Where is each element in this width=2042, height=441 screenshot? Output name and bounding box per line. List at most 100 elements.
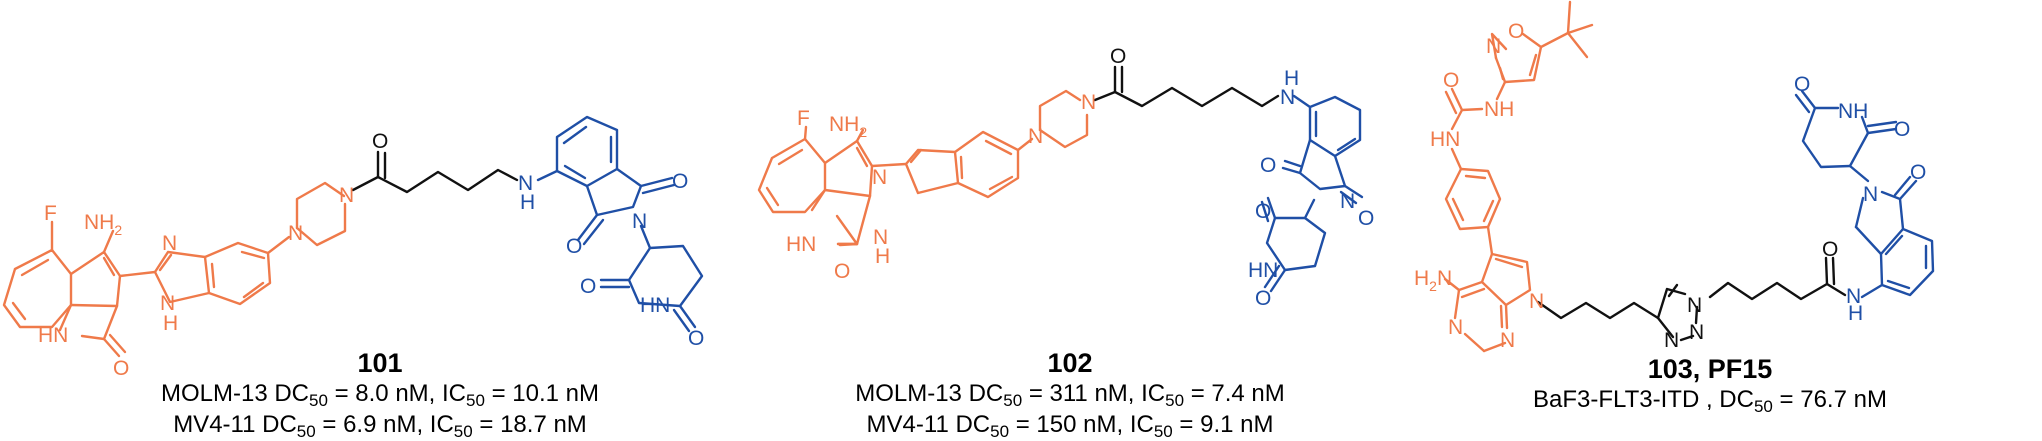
compound-101-linker — [351, 150, 519, 194]
svg-text:O: O — [672, 170, 688, 193]
dc50-label: DC — [274, 380, 310, 407]
svg-text:NH2: NH2 — [829, 113, 867, 140]
svg-text:O: O — [1894, 118, 1910, 141]
svg-text:N: N — [1448, 316, 1463, 339]
compound-101-e3-ligand — [536, 115, 704, 333]
ic50-sub: 50 — [1165, 391, 1185, 410]
svg-text:N: N — [1340, 190, 1355, 213]
compound-id: 101 — [357, 348, 403, 378]
activity-row: MV4-11 DC50 = 150 nM, IC50 = 9.1 nM — [840, 409, 1300, 440]
svg-text:HN: HN — [38, 324, 68, 347]
compound-102-structure: F NH2 HN O N N H N N O N H O N O O HN O — [757, 45, 1374, 310]
compound-103-structure: O N O NH HN H2N N N N N N N O N H O NH O… — [1414, 0, 1935, 353]
ic50-value: = 9.1 nM — [1179, 411, 1274, 438]
svg-text:H: H — [875, 245, 890, 268]
svg-text:O: O — [1260, 154, 1276, 177]
svg-text:N: N — [1280, 86, 1295, 109]
svg-text:HN: HN — [786, 233, 816, 256]
svg-text:N: N — [162, 232, 177, 255]
svg-text:O: O — [1358, 207, 1374, 230]
svg-text:N: N — [1081, 91, 1096, 114]
svg-text:N: N — [1529, 290, 1544, 313]
svg-text:O: O — [1255, 287, 1271, 310]
svg-text:H: H — [1284, 67, 1299, 90]
svg-text:N: N — [1486, 35, 1501, 58]
svg-text:N: N — [872, 166, 887, 189]
svg-text:HN: HN — [1430, 128, 1460, 151]
compound-id: 103, PF15 — [1647, 354, 1773, 384]
svg-text:O: O — [1255, 200, 1271, 223]
svg-text:N: N — [632, 210, 647, 233]
dc50-label: DC — [262, 411, 297, 438]
svg-text:NH: NH — [1838, 100, 1868, 123]
dc50-sub: 50 — [990, 422, 1010, 441]
compound-102-caption: 102 MOLM-13 DC50 = 311 nM, IC50 = 7.4 nM… — [840, 348, 1300, 440]
svg-text:NH: NH — [1484, 98, 1514, 121]
activity-row: MOLM-13 DC50 = 8.0 nM, IC50 = 10.1 nM — [150, 378, 610, 409]
svg-text:N: N — [873, 226, 888, 249]
svg-text:O: O — [834, 260, 850, 283]
svg-text:N: N — [1863, 183, 1878, 206]
svg-text:H2N: H2N — [1414, 267, 1452, 294]
ic50-sub: 50 — [453, 422, 473, 441]
dc50-sub: 50 — [296, 422, 316, 441]
svg-text:O: O — [688, 327, 704, 350]
svg-text:O: O — [113, 357, 129, 380]
cell-line: MOLM-13 — [160, 380, 268, 407]
cell-line: BaF3-FLT3-ITD , — [1533, 386, 1713, 413]
svg-text:NH2: NH2 — [84, 211, 122, 238]
svg-text:O: O — [1910, 161, 1926, 184]
svg-text:F: F — [797, 107, 810, 130]
compound-id: 102 — [1047, 348, 1093, 378]
ic50-value: = 10.1 nM — [491, 380, 600, 407]
svg-text:O: O — [372, 130, 388, 153]
dc50-sub: 50 — [1003, 391, 1023, 410]
svg-text:N: N — [1664, 329, 1679, 352]
ic50-label: IC — [442, 380, 467, 407]
cell-line: MOLM-13 — [855, 380, 962, 407]
svg-text:HN: HN — [640, 294, 670, 317]
ic50-value: = 18.7 nM — [479, 411, 587, 438]
ic50-label: IC — [429, 411, 454, 438]
cell-line: MV4-11 — [866, 411, 949, 438]
dc50-sub: 50 — [309, 391, 328, 410]
ic50-sub: 50 — [1153, 422, 1173, 441]
compound-103-e3-ligand — [1794, 89, 1935, 299]
ic50-label: IC — [1129, 411, 1154, 438]
svg-text:O: O — [1508, 20, 1524, 43]
compound-103-linker — [1536, 256, 1847, 342]
dc50-value: = 150 nM, — [1015, 411, 1124, 438]
svg-text:N: N — [1846, 285, 1861, 308]
svg-text:N: N — [518, 172, 533, 195]
ic50-label: IC — [1141, 380, 1166, 407]
svg-text:H: H — [520, 191, 535, 214]
svg-text:O: O — [566, 235, 582, 258]
activity-row: MV4-11 DC50 = 6.9 nM, IC50 = 18.7 nM — [150, 409, 610, 440]
svg-text:F: F — [44, 202, 57, 225]
compound-103-warhead — [1443, 0, 1594, 353]
dc50-sub: 50 — [1753, 397, 1773, 416]
ic50-sub: 50 — [466, 391, 485, 410]
dc50-label: DC — [968, 380, 1004, 407]
svg-text:N: N — [1687, 294, 1702, 317]
svg-text:O: O — [1794, 73, 1810, 96]
activity-row: MOLM-13 DC50 = 311 nM, IC50 = 7.4 nM — [840, 378, 1300, 409]
dc50-value: = 311 nM, — [1028, 380, 1135, 407]
dc50-value: = 6.9 nM, — [322, 411, 424, 438]
svg-text:N: N — [1028, 125, 1043, 148]
svg-text:O: O — [1822, 238, 1838, 261]
svg-text:N: N — [339, 184, 354, 207]
svg-text:O: O — [1110, 45, 1126, 68]
svg-text:HN: HN — [1248, 259, 1278, 282]
svg-text:H: H — [163, 312, 178, 335]
svg-text:N: N — [288, 222, 303, 245]
svg-text:H: H — [1848, 302, 1863, 325]
svg-text:N: N — [1500, 329, 1515, 352]
ic50-value: = 7.4 nM — [1190, 380, 1285, 407]
compound-101-caption: 101 MOLM-13 DC50 = 8.0 nM, IC50 = 10.1 n… — [150, 348, 610, 440]
compound-102-linker — [1093, 65, 1280, 108]
dc50-value: = 8.0 nM, — [334, 380, 436, 407]
compound-102-warhead — [757, 89, 1089, 247]
cell-line: MV4-11 — [173, 411, 256, 438]
